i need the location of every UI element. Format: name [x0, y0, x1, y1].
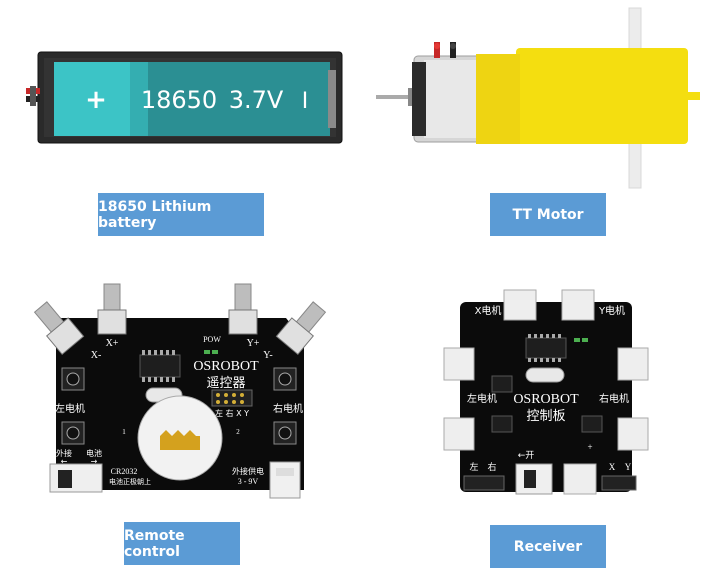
motor-image: [376, 7, 700, 189]
remote-voltage-range-label: 3 - 9V: [238, 477, 259, 486]
receiver-open-label: ←开: [518, 450, 535, 461]
battery-minus-symbol: I: [302, 89, 309, 114]
receiver-image: X电机 Y电机 左电机 右电机 OSROBOT 控制板 ←开 左 右 X Y +: [443, 289, 649, 495]
remote-ext-power-label: 外接供电: [232, 466, 264, 476]
remote-right-motor-label: 右电机: [273, 402, 303, 415]
receiver-left-motor-label: 左电机: [467, 392, 497, 405]
receiver-y-label: Y: [625, 462, 632, 472]
battery-capacity-text: 18650: [141, 86, 217, 114]
receiver-title-cn: 控制板: [526, 409, 565, 424]
remote-x-minus-label: X-: [91, 350, 102, 361]
receiver-right-label: 右: [487, 461, 496, 473]
receiver-brand: OSROBOT: [513, 392, 579, 407]
receiver-cell: X电机 Y电机 左电机 右电机 OSROBOT 控制板 ←开 左 右 X Y +…: [364, 250, 728, 574]
remote-battery-cn-label: 电池: [86, 448, 102, 458]
receiver-right-motor-label: 右电机: [599, 392, 629, 405]
remote-sw2-label: 2: [236, 428, 240, 436]
battery-image: + 18650 3.7V I: [26, 51, 343, 144]
remote-image: OSROBOT 遥控器 POW X+ X- Y+ Y- 左电机 右电机 左 右 …: [33, 283, 327, 499]
remote-battery-up-label: 电池正极朝上: [109, 477, 151, 486]
battery-plus-symbol: +: [85, 85, 107, 115]
remote-y-plus-label: Y+: [247, 338, 260, 349]
remote-cell: OSROBOT 遥控器 POW X+ X- Y+ Y- 左电机 右电机 左 右 …: [0, 250, 364, 574]
remote-label: Remote control: [124, 522, 240, 565]
remote-arrow-left: ←: [61, 457, 68, 466]
remote-x-plus-label: X+: [106, 338, 119, 349]
battery-voltage-text: 3.7V: [229, 86, 284, 114]
battery-label: 18650 Lithium battery: [98, 193, 264, 236]
remote-lrxy-label: 左 右 X Y: [215, 408, 249, 418]
remote-title-cn: 遥控器: [206, 376, 245, 391]
receiver-x-motor-label: X电机: [475, 304, 502, 317]
receiver-label: Receiver: [490, 525, 606, 568]
motor-cell: TT Motor: [364, 0, 728, 250]
motor-label: TT Motor: [490, 193, 606, 236]
remote-cr2032-label: CR2032: [111, 467, 138, 476]
remote-left-motor-label: 左电机: [55, 402, 85, 415]
remote-sw1-label: 1: [122, 428, 126, 436]
remote-external-label: 外接: [56, 448, 72, 458]
remote-arrow-right: →: [91, 457, 98, 466]
remote-pow-label: POW: [203, 335, 221, 344]
receiver-plus-label: +: [587, 442, 592, 452]
receiver-left-label: 左: [469, 461, 478, 473]
receiver-x-label: X: [609, 462, 616, 472]
remote-brand: OSROBOT: [193, 359, 259, 374]
battery-cell: + 18650 3.7V I 18650 Lithium battery: [0, 0, 364, 250]
receiver-y-motor-label: Y电机: [598, 304, 625, 317]
remote-y-minus-label: Y-: [263, 350, 272, 361]
